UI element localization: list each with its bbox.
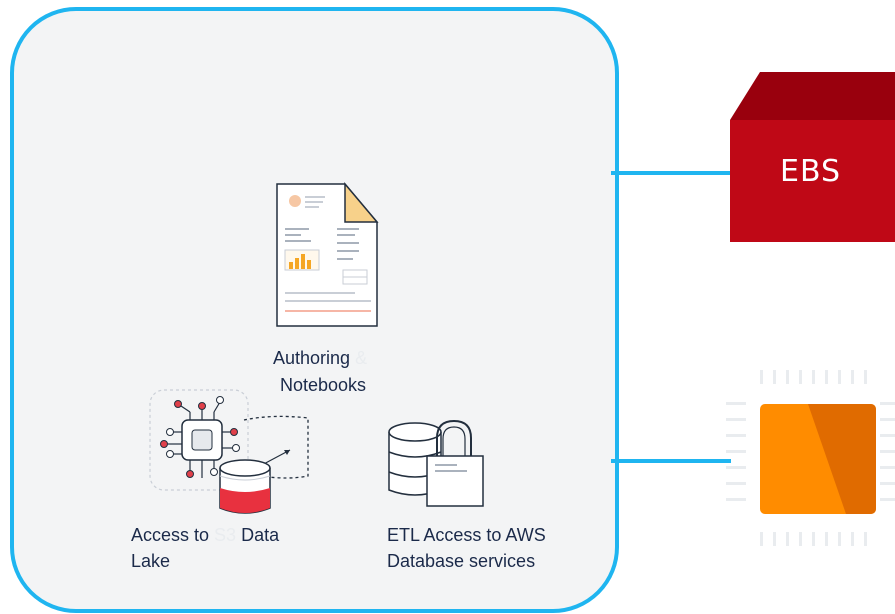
ebs-volume-icon bbox=[730, 72, 895, 242]
database-lock-icon bbox=[388, 419, 484, 507]
compute-connector-line bbox=[611, 459, 731, 463]
s3-access-label-line1: Access to S3 Data bbox=[131, 523, 279, 548]
s3-access-label-line2: Lake bbox=[131, 551, 171, 571]
s3-access-label-s3: S3 bbox=[214, 525, 237, 545]
authoring-label-ampersand: & bbox=[355, 348, 368, 368]
compute-instance-icon bbox=[726, 370, 895, 546]
s3-access-label-text2: Data bbox=[241, 525, 280, 545]
ebs-connector-line bbox=[611, 171, 731, 175]
authoring-label-text: Authoring bbox=[273, 348, 351, 368]
data-lake-chip-icon bbox=[149, 389, 309, 514]
notebooks-label: Notebooks bbox=[280, 375, 367, 395]
s3-access-label-text1: Access to bbox=[131, 525, 210, 545]
notebook-document-icon bbox=[276, 181, 379, 327]
etl-label-line1: ETL Access to AWS bbox=[387, 525, 546, 545]
etl-label-line2: Database services bbox=[387, 551, 536, 571]
ebs-label: EBS bbox=[780, 154, 842, 189]
authoring-label: Authoring & bbox=[273, 346, 367, 371]
